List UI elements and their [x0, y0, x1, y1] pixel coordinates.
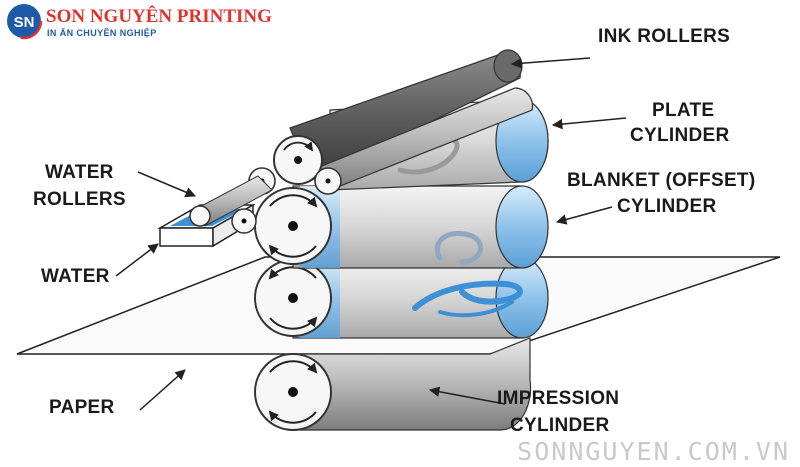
- brand-logo: SN: [5, 2, 43, 40]
- arrow-paper: [139, 369, 186, 411]
- label-paper: PAPER: [49, 397, 115, 418]
- lower-cylinder-axle: [288, 293, 298, 303]
- label-blanket-line1: BLANKET (OFFSET): [567, 170, 755, 191]
- impression-cylinder: [254, 337, 532, 431]
- logo-letters: SN: [14, 14, 35, 31]
- blanket-rotation-arrow: [269, 194, 318, 208]
- label-impression-line1: IMPRESSION: [497, 388, 619, 409]
- arrow-ink-rollers: [510, 57, 591, 69]
- logo-circle: [7, 4, 41, 38]
- arrow-impression-cylinder: [428, 386, 506, 405]
- label-water-rollers-line1: WATER: [45, 162, 114, 183]
- blanket-image-mark: [434, 230, 484, 265]
- label-plate-line1: PLATE: [652, 100, 714, 121]
- blanket-cylinder: [254, 185, 549, 269]
- blanket-cylinder-axle: [288, 221, 298, 231]
- lower-blanket-cylinder: [254, 257, 549, 339]
- arrow-blanket-cylinder: [555, 206, 613, 225]
- label-plate-line2: CYLINDER: [630, 125, 730, 146]
- ink-roller-axle: [294, 156, 302, 164]
- label-blanket-line2: CYLINDER: [617, 196, 717, 217]
- water-unit: [157, 175, 273, 248]
- brand-name: SON NGUYÊN PRINTING: [46, 5, 272, 27]
- label-impression-line2: CYLINDER: [510, 415, 610, 436]
- label-water: WATER: [41, 266, 110, 287]
- brand-tagline: IN ẤN CHUYÊN NGHIỆP: [47, 27, 157, 38]
- website-watermark: SONNGUYEN.COM.VN: [517, 437, 790, 466]
- impression-rotation-arrow-2: [268, 410, 317, 424]
- impression-rotation-arrow: [269, 360, 318, 374]
- printed-image-swirl: [412, 280, 523, 318]
- ink-rollers: [248, 49, 534, 195]
- blanket-rotation-arrow-2: [268, 244, 317, 258]
- label-ink-rollers: INK ROLLERS: [598, 26, 730, 47]
- impression-cylinder-axle: [288, 387, 298, 397]
- arrow-plate-cylinder: [551, 117, 627, 130]
- lower-rotation-arrow-2: [269, 316, 318, 330]
- label-water-rollers-line2: ROLLERS: [33, 189, 126, 210]
- water-roller-small: [189, 205, 211, 227]
- arrow-water: [115, 243, 159, 277]
- arrow-water-rollers: [137, 171, 196, 198]
- ink-rotation-arrow: [283, 141, 314, 152]
- logo-circle-accent: [5, 2, 43, 40]
